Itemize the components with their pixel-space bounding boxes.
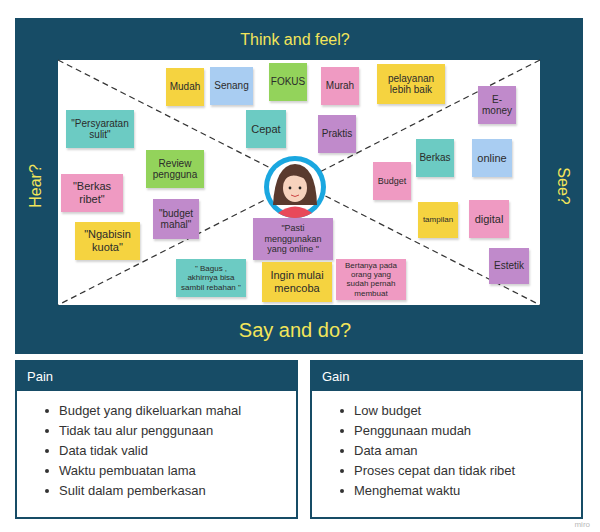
note-text: "Berkas ribet"	[64, 180, 120, 205]
sticky-note: "Pasti menggunakan yang online "	[253, 218, 333, 260]
bullet-item: Waktu pembuatan lama	[17, 460, 296, 480]
bullet-text: Menghemat waktu	[354, 483, 460, 498]
note-text: Senang	[214, 80, 248, 92]
note-text: Murah	[326, 80, 354, 92]
note-text: Estetik	[494, 260, 524, 272]
bullet-item: Data tidak valid	[17, 440, 296, 460]
sticky-note: Ingin mulai mencoba	[262, 262, 332, 302]
sticky-note: Berkas	[416, 139, 454, 177]
bullet-dot	[45, 449, 49, 453]
bullet-item: Data aman	[312, 440, 581, 460]
sticky-note: Estetik	[489, 248, 529, 284]
bullet-dot	[340, 469, 344, 473]
note-text: "Pasti menggunakan yang online "	[256, 223, 330, 254]
note-text: "Ngabisin kuota"	[78, 228, 137, 253]
avatar	[264, 156, 326, 218]
note-text: "Persyaratan sulit"	[69, 118, 131, 141]
note-text: Praktis	[322, 128, 353, 140]
note-text: pelayanan lebih baik	[380, 73, 442, 96]
sticky-note: Praktis	[318, 115, 356, 153]
bullet-dot	[340, 449, 344, 453]
diagonal-line	[58, 60, 540, 305]
bullet-dot	[340, 409, 344, 413]
watermark: miro	[574, 520, 590, 529]
quadrant-label: Say and do?	[239, 319, 351, 342]
bullet-dot	[340, 429, 344, 433]
note-text: Ingin mulai mencoba	[265, 269, 329, 294]
sticky-note: Murah	[321, 67, 359, 105]
bullet-text: Penggunaan mudah	[354, 423, 471, 438]
sticky-note: Senang	[210, 67, 253, 105]
bullet-dot	[340, 489, 344, 493]
note-text: Mudah	[170, 81, 201, 93]
sticky-note: "Berkas ribet"	[61, 174, 123, 212]
bullet-text: Tidak tau alur penggunaan	[59, 423, 213, 438]
note-text: " Bagus , akhirnya bisa sambil rebahan "	[179, 264, 243, 292]
bullet-text: Sulit dalam pemberkasan	[59, 483, 206, 498]
sticky-note: "Ngabisin kuota"	[75, 222, 140, 260]
bullet-item: Tidak tau alur penggunaan	[17, 420, 296, 440]
bullet-text: Proses cepat dan tidak ribet	[354, 463, 515, 478]
note-text: Cepat	[251, 123, 280, 136]
sticky-note: Budget	[373, 162, 411, 200]
sticky-note: "Persyaratan sulit"	[66, 110, 134, 148]
bullet-item: Proses cepat dan tidak ribet	[312, 460, 581, 480]
note-text: tampilan	[423, 215, 453, 224]
bullet-item: Menghemat waktu	[312, 480, 581, 500]
note-text: Review pengguna	[149, 158, 201, 181]
sticky-note: FOKUS	[269, 63, 307, 101]
panel-spacer	[17, 391, 296, 400]
bullet-text: Low budget	[354, 403, 421, 418]
bullet-text: Data tidak valid	[59, 443, 148, 458]
pain-gain-panel: GainLow budgetPenggunaan mudahData amanP…	[310, 360, 583, 519]
note-text: Berkas	[419, 152, 450, 164]
sticky-note: Cepat	[246, 110, 286, 148]
note-text: "budget mahal"	[156, 208, 196, 231]
sticky-note: digital	[469, 200, 509, 238]
bullet-text: Waktu pembuatan lama	[59, 463, 196, 478]
sticky-note: " Bagus , akhirnya bisa sambil rebahan "	[176, 259, 246, 297]
bullet-item: Penggunaan mudah	[312, 420, 581, 440]
note-text: digital	[475, 213, 504, 226]
bullet-dot	[45, 409, 49, 413]
dark-frame	[15, 18, 583, 354]
bullet-item: Budget yang dikeluarkan mahal	[17, 400, 296, 420]
panel-heading: Gain	[312, 362, 581, 391]
sticky-note: tampilan	[418, 202, 458, 238]
sticky-note: online	[472, 139, 512, 177]
quadrant-label: See?	[554, 167, 572, 204]
pain-gain-panel: PainBudget yang dikeluarkan mahalTidak t…	[15, 360, 298, 519]
note-text: online	[477, 152, 506, 165]
quadrant-label: Hear?	[27, 164, 45, 208]
sticky-note: "budget mahal"	[153, 199, 199, 239]
sticky-note: E-money	[478, 86, 516, 124]
sticky-note: pelayanan lebih baik	[377, 64, 445, 104]
sticky-note: Mudah	[166, 68, 204, 106]
bullet-text: Budget yang dikeluarkan mahal	[59, 403, 241, 418]
panel-spacer	[312, 391, 581, 400]
quadrant-label: Think and feel?	[240, 31, 349, 49]
white-area	[58, 60, 540, 305]
bullet-text: Data aman	[354, 443, 418, 458]
note-text: Budget	[378, 176, 407, 186]
diagonal-line	[58, 60, 540, 305]
bullet-dot	[45, 429, 49, 433]
bullet-item: Low budget	[312, 400, 581, 420]
bullet-dot	[45, 489, 49, 493]
note-text: FOKUS	[271, 76, 305, 88]
sticky-note: Review pengguna	[146, 150, 204, 188]
bullet-dot	[45, 469, 49, 473]
note-text: Bertanya pada orang yang sudah pernah me…	[339, 261, 403, 298]
bullet-item: Sulit dalam pemberkasan	[17, 480, 296, 500]
panel-heading: Pain	[17, 362, 296, 391]
sticky-note: Bertanya pada orang yang sudah pernah me…	[336, 259, 406, 300]
note-text: E-money	[481, 94, 513, 117]
